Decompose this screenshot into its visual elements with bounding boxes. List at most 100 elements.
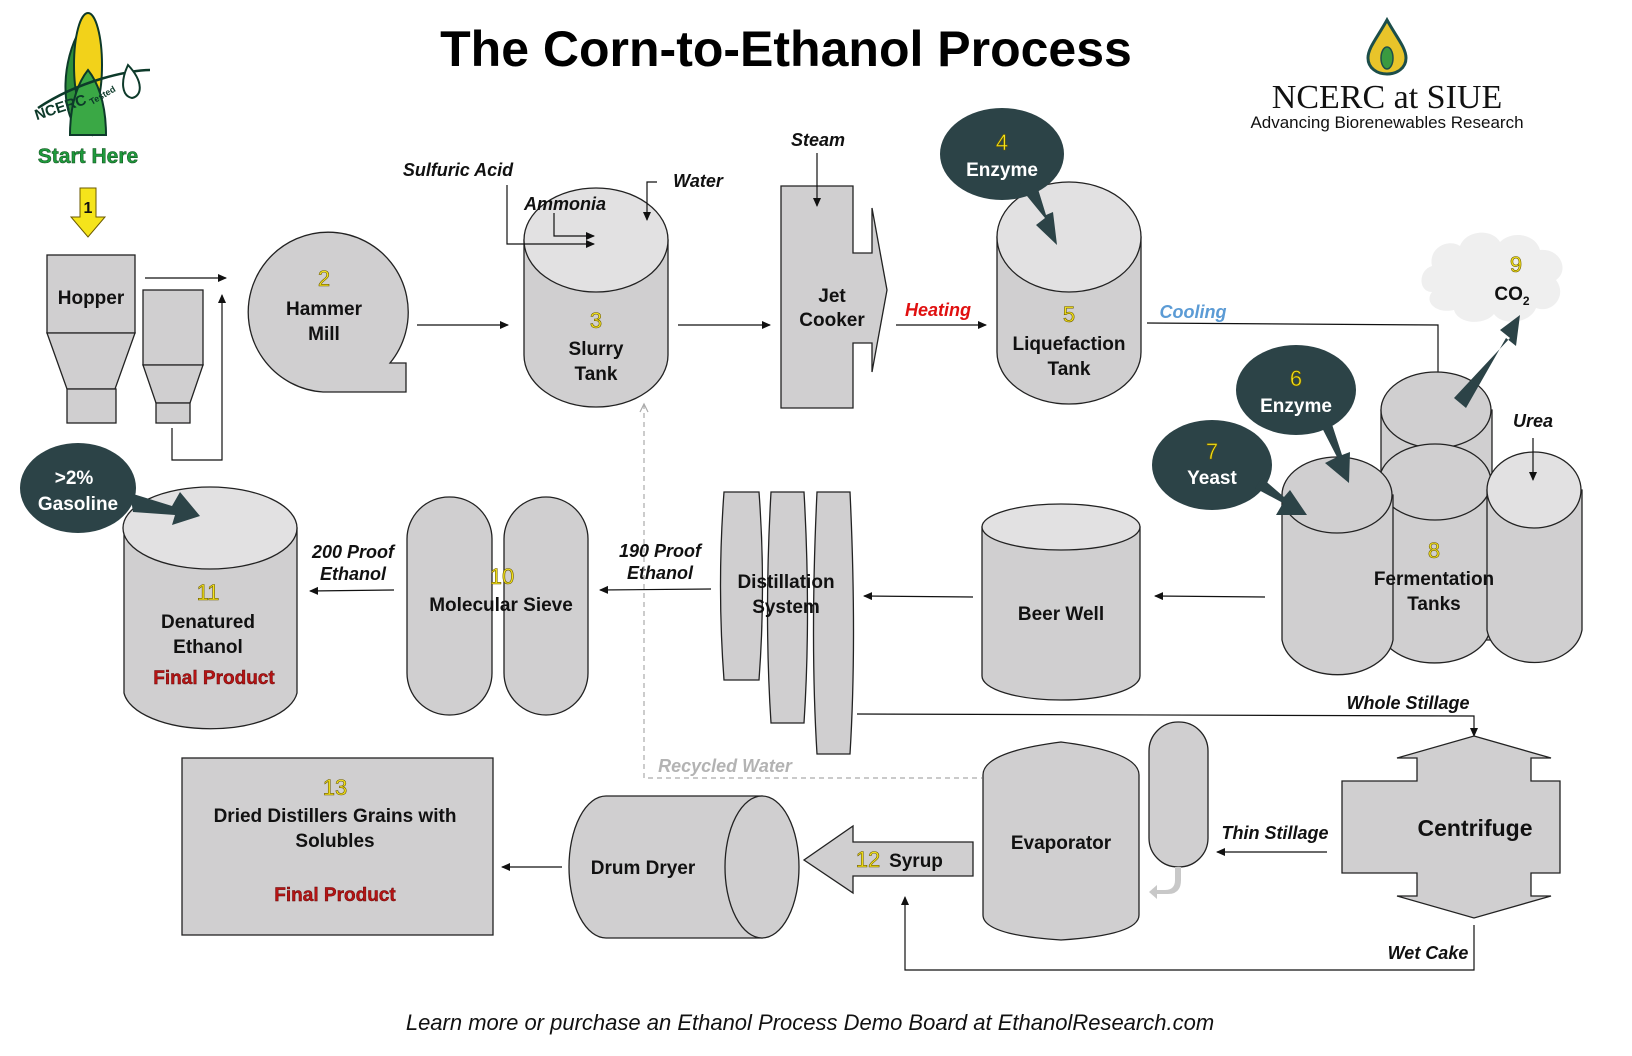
distill-to-sieve-arrow (599, 585, 712, 594)
start-here-label: Start Here (38, 145, 138, 168)
ncerc-tested-logo: NCERC Tested (33, 12, 151, 137)
svg-text:Slurry: Slurry (569, 339, 624, 360)
enzyme-bubble-6: 6 Enzyme (1236, 345, 1356, 483)
jet-cooker: Jet Cooker (780, 185, 888, 409)
water-label: Water (673, 171, 724, 191)
svg-text:Molecular Sieve: Molecular Sieve (429, 595, 573, 616)
gasoline-bubble: >2% Gasoline (20, 443, 200, 533)
final-product-badge: Final Product (274, 885, 396, 906)
svg-text:Hopper: Hopper (58, 288, 125, 309)
svg-text:4: 4 (996, 130, 1008, 155)
evaporator: Evaporator (982, 741, 1140, 941)
org-name: NCERC at SIUE (1272, 79, 1502, 116)
recycle-flow-line (171, 294, 226, 461)
thin-stillage-label: Thin Stillage (1221, 823, 1328, 843)
svg-text:Yeast: Yeast (1187, 468, 1237, 489)
svg-text:2: 2 (318, 266, 330, 291)
svg-text:11: 11 (197, 580, 220, 605)
svg-text:Solubles: Solubles (295, 831, 374, 852)
leaf-icon (1380, 46, 1394, 70)
heating-label: Heating (905, 300, 971, 320)
return-arrow-icon (1149, 867, 1181, 899)
ncerc-siue-logo (1366, 16, 1408, 76)
svg-text:System: System (752, 597, 820, 618)
yeast-bubble-7: 7 Yeast (1152, 420, 1307, 515)
syrup-arrow: 12 Syrup (802, 824, 974, 895)
recycled-water-line (643, 404, 982, 779)
ammonia-arrow (553, 213, 595, 240)
sieve-to-denatured-arrow (309, 586, 395, 595)
svg-text:6: 6 (1290, 366, 1302, 391)
svg-text:Distillation: Distillation (737, 572, 834, 593)
svg-text:Syrup: Syrup (889, 851, 943, 872)
svg-text:Gasoline: Gasoline (38, 494, 118, 515)
svg-text:10: 10 (490, 564, 514, 589)
co2-cloud: 9 CO2 (1421, 232, 1563, 322)
liquefaction-tank: 5 Liquefaction Tank (996, 181, 1142, 405)
beer-well: Beer Well (981, 503, 1141, 701)
sulfuric-acid-arrow (506, 185, 595, 248)
water-arrow (643, 181, 657, 221)
svg-text:13: 13 (323, 775, 347, 800)
hopper: Hopper (46, 254, 136, 424)
water-drop-icon (122, 63, 141, 100)
fermentation-tanks: 8 Fermentation Tanks (1281, 371, 1583, 676)
cooling-label: Cooling (1160, 302, 1227, 322)
centrifuge: Centrifuge (1341, 735, 1561, 919)
svg-text:Evaporator: Evaporator (1011, 833, 1112, 854)
distillation-system: Distillation System (719, 491, 855, 755)
molecular-sieve: 10 Molecular Sieve (406, 496, 589, 716)
footer-link-text[interactable]: Learn more or purchase an Ethanol Proces… (406, 1010, 1214, 1035)
co2-output-arrow (1454, 315, 1520, 408)
stillage-vessel (1148, 721, 1209, 899)
hammer-mill: 2 Hammer Mill (247, 231, 409, 393)
co2-label: CO2 (1494, 284, 1530, 308)
svg-text:5: 5 (1063, 302, 1075, 327)
wet-cake-label: Wet Cake (1388, 943, 1469, 963)
slurry-tank: 3 Slurry Tank (523, 187, 669, 408)
svg-text:7: 7 (1206, 439, 1218, 464)
svg-text:Enzyme: Enzyme (1260, 396, 1332, 417)
small-hopper (142, 289, 204, 424)
svg-text:Jet: Jet (818, 286, 846, 307)
svg-text:Dried Distillers Grains with: Dried Distillers Grains with (214, 806, 457, 827)
beer-to-distill-arrow (863, 592, 974, 601)
svg-text:Mill: Mill (308, 324, 340, 345)
svg-text:Tanks: Tanks (1407, 594, 1461, 615)
org-tagline: Advancing Biorenewables Research (1250, 113, 1523, 132)
whole-stillage-arrow (856, 713, 1478, 737)
urea-label: Urea (1513, 411, 1553, 431)
svg-text:12: 12 (856, 847, 880, 872)
recycled-water-label: Recycled Water (658, 756, 793, 776)
svg-text:Cooker: Cooker (799, 310, 865, 331)
ddgs-box: 13 Dried Distillers Grains with Solubles… (181, 757, 494, 936)
svg-text:Tank: Tank (1048, 359, 1091, 380)
svg-text:Centrifuge: Centrifuge (1418, 815, 1533, 841)
drum-dryer: Drum Dryer (568, 795, 800, 939)
svg-text:Enzyme: Enzyme (966, 160, 1038, 181)
svg-text:9: 9 (1510, 252, 1522, 277)
denatured-ethanol-tank: 11 Denatured Ethanol Final Product (122, 486, 298, 730)
steam-label: Steam (791, 130, 845, 150)
svg-text:8: 8 (1428, 538, 1440, 563)
svg-text:Tank: Tank (575, 364, 618, 385)
svg-text:>2%: >2% (55, 468, 94, 489)
svg-text:Ethanol: Ethanol (173, 637, 243, 658)
wet-cake-arrow (901, 896, 1475, 971)
whole-stillage-label: Whole Stillage (1346, 693, 1469, 713)
svg-text:Denatured: Denatured (161, 612, 255, 633)
svg-text:Drum Dryer: Drum Dryer (591, 858, 696, 879)
ammonia-label: Ammonia (523, 194, 606, 214)
fermentation-to-beer-arrow (1154, 592, 1266, 601)
svg-text:Fermentation: Fermentation (1374, 569, 1494, 590)
svg-text:Hammer: Hammer (286, 299, 363, 320)
final-product-badge: Final Product (153, 668, 275, 689)
enzyme-bubble-4: 4 Enzyme (940, 108, 1064, 245)
step-1-arrow: 1 (69, 187, 107, 238)
sulfuric-acid-label: Sulfuric Acid (403, 160, 514, 180)
svg-text:Beer Well: Beer Well (1018, 604, 1104, 625)
svg-text:3: 3 (590, 308, 602, 333)
